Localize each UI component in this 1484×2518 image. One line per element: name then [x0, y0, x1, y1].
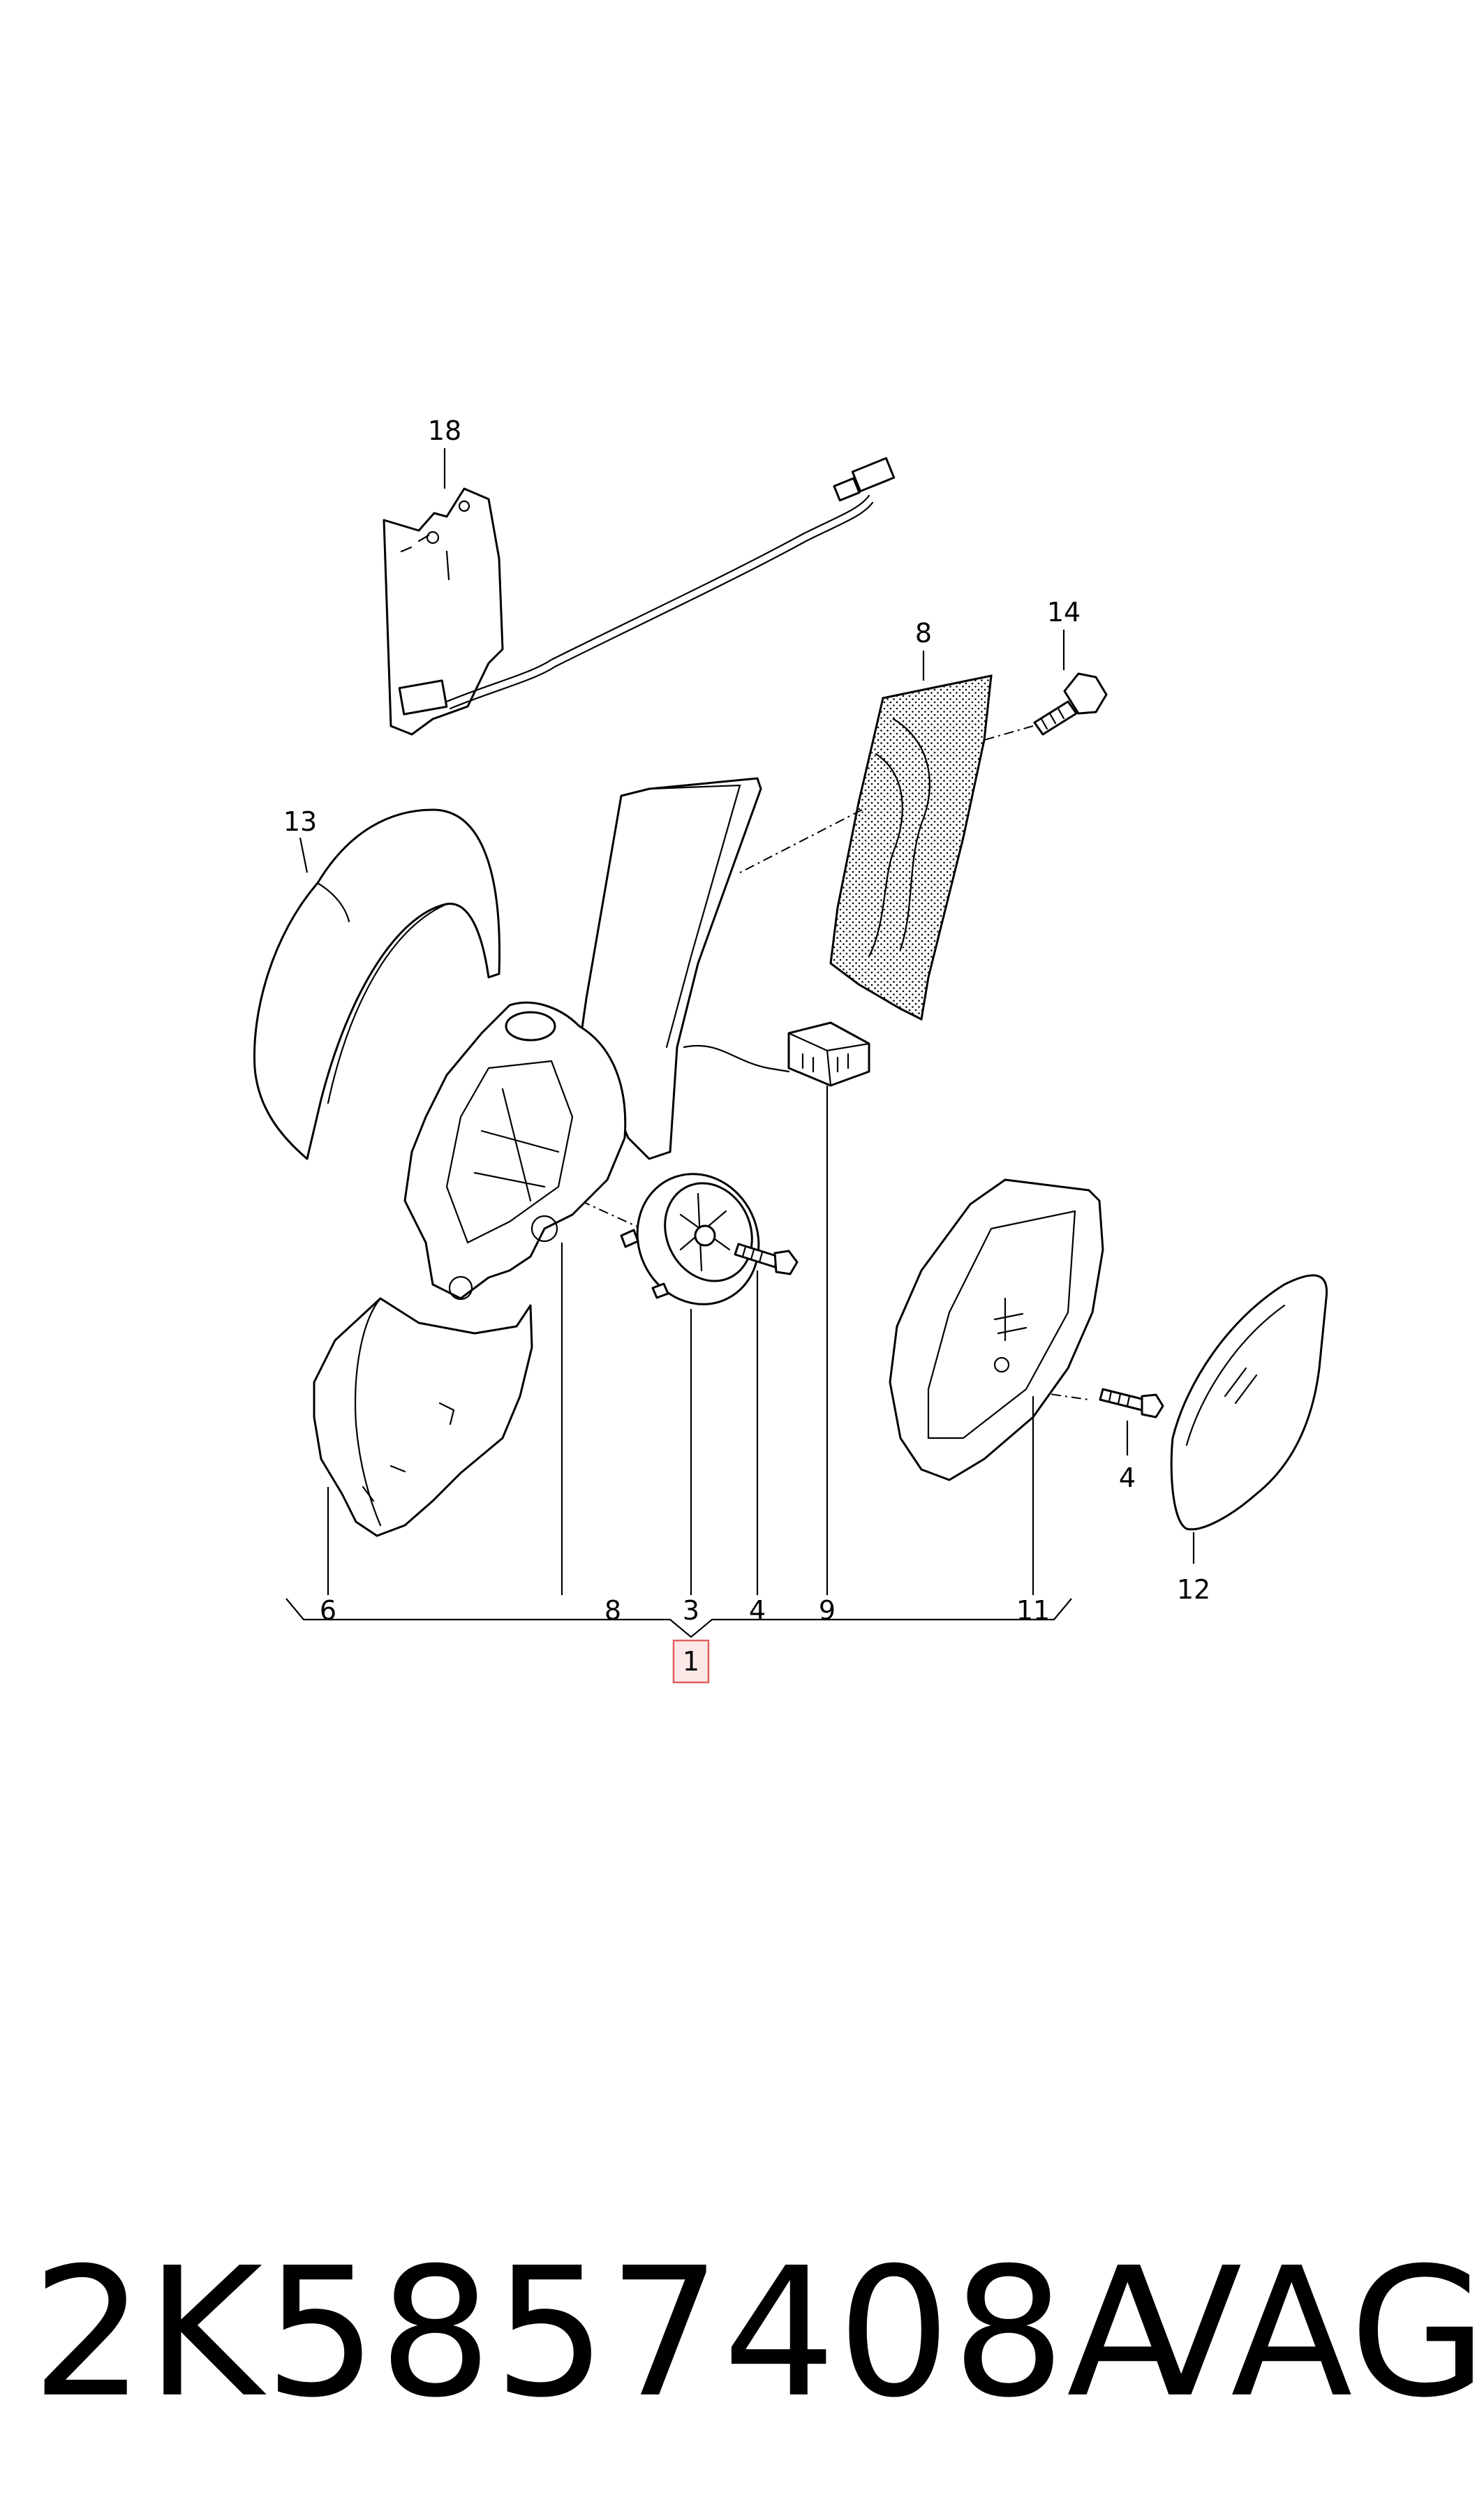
mirror-housing-bracket — [403, 777, 790, 1301]
callout-9: 9 — [819, 1595, 836, 1626]
brand-label: VAG — [1120, 2230, 1484, 2437]
callout-1-highlight — [672, 1639, 710, 1684]
callout-12: 12 — [1177, 1574, 1210, 1605]
callout-8: 8 — [604, 1595, 621, 1626]
part-18-wiring-harness — [383, 457, 896, 736]
part-13-mirror-cap — [253, 808, 501, 1160]
part-3-motor — [620, 1173, 760, 1305]
assembly-bracket — [285, 1598, 1072, 1638]
leader-13 — [299, 837, 309, 873]
callout-4a: 4 — [749, 1595, 766, 1626]
callout-13: 13 — [283, 806, 317, 837]
part-12-mirror-glass — [1170, 1274, 1328, 1531]
part-11-carrier-plate — [889, 1178, 1104, 1481]
callout-8-top: 8 — [915, 618, 932, 649]
assembly-line-signal — [739, 809, 863, 873]
exploded-parts-diagram: 18 14 8 13 — [253, 415, 1328, 1684]
part-8-turn-signal — [829, 674, 993, 1021]
part-number-label: 2K5857408A — [31, 2230, 1190, 2437]
callout-4b: 4 — [1119, 1462, 1136, 1493]
part-9-connector — [787, 1021, 870, 1087]
callout-14: 14 — [1047, 597, 1081, 628]
callout-3: 3 — [683, 1595, 699, 1626]
part-4a-screw — [734, 1243, 799, 1275]
part-14-screw — [1033, 672, 1108, 736]
assembly-line-screw — [984, 725, 1034, 741]
part-4b-screw — [1099, 1388, 1164, 1419]
callout-11: 11 — [1016, 1595, 1050, 1626]
callout-1: 1 — [683, 1646, 699, 1677]
callout-18: 18 — [428, 415, 461, 446]
part-6-lower-cover — [313, 1297, 533, 1537]
callout-6: 6 — [320, 1595, 336, 1626]
